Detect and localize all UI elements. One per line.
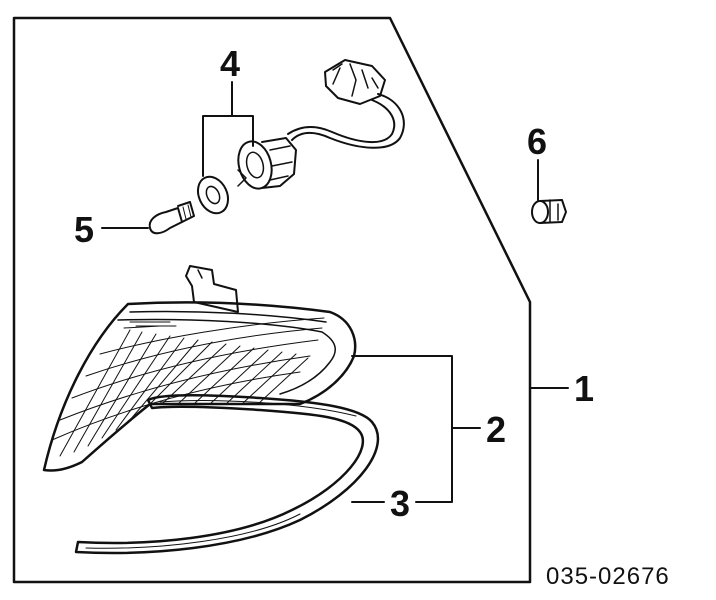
leader-2-3 — [351, 355, 481, 503]
clip-illustration — [531, 199, 567, 224]
lamp-lens-illustration — [42, 265, 357, 472]
leader-4 — [202, 81, 254, 177]
bulb-illustration — [148, 201, 195, 235]
socket-harness-illustration — [196, 59, 405, 215]
callout-1: 1 — [574, 368, 594, 409]
callout-6: 6 — [527, 121, 547, 162]
seal-strip-illustration — [74, 393, 380, 555]
callout-4: 4 — [220, 43, 240, 84]
callout-2: 2 — [486, 409, 506, 450]
part-number: 035-02676 — [546, 563, 670, 590]
callout-3: 3 — [390, 483, 410, 524]
callout-5: 5 — [74, 209, 94, 250]
assembly-frame — [12, 16, 532, 584]
